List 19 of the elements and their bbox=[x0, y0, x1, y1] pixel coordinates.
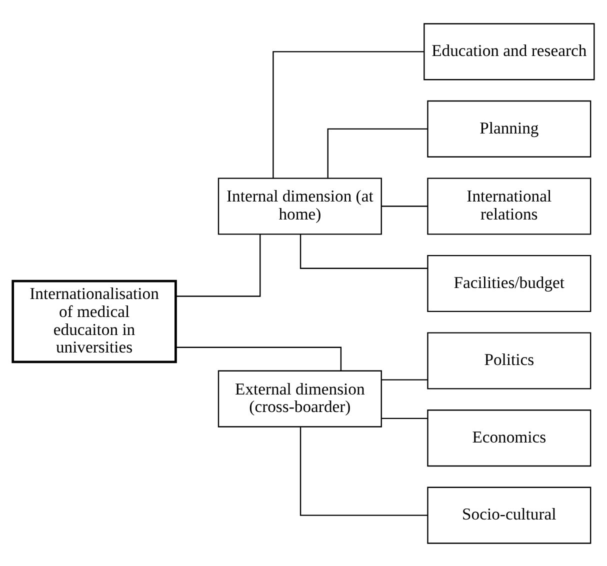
node-box: Education and research bbox=[424, 22, 595, 80]
connector bbox=[272, 50, 424, 178]
connector bbox=[381, 205, 428, 206]
node-box: Internationalisation of medical educaiton in universities bbox=[12, 279, 177, 363]
node-box: External dimension (cross-boarder) bbox=[218, 370, 382, 427]
connector bbox=[381, 417, 428, 419]
connector bbox=[381, 378, 428, 380]
connector bbox=[327, 128, 428, 178]
node-box: Economics bbox=[427, 409, 592, 466]
connector bbox=[300, 426, 428, 516]
node-box: Planning bbox=[427, 100, 592, 157]
connector bbox=[300, 234, 428, 268]
node-box: International relations bbox=[427, 177, 592, 234]
node-box: Facilities/budget bbox=[427, 254, 592, 312]
node-box: Politics bbox=[427, 332, 592, 389]
connector bbox=[176, 346, 342, 370]
node-box: Internal dimension (at home) bbox=[218, 177, 382, 234]
node-box: Socio-cultural bbox=[427, 486, 592, 544]
connector bbox=[176, 234, 261, 296]
